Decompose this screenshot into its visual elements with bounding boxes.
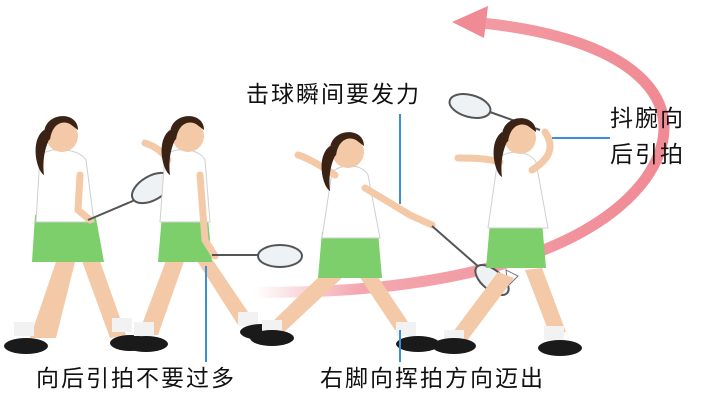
pointer-lines xyxy=(205,114,610,362)
swing-arrow xyxy=(249,6,670,298)
swing-arrowhead xyxy=(452,6,488,38)
annotation-strike-force: 击球瞬间要发力 xyxy=(246,82,421,108)
stance-2 xyxy=(124,116,303,352)
annotation-wrist-line1: 抖腕向 xyxy=(610,106,685,132)
annotation-backswing: 向后引拍不要过多 xyxy=(36,366,236,392)
stance-4 xyxy=(432,93,582,356)
stance-1 xyxy=(4,116,173,354)
annotation-right-foot: 右脚向挥拍方向迈出 xyxy=(320,366,545,392)
annotation-wrist-line2: 后引拍 xyxy=(610,142,685,168)
